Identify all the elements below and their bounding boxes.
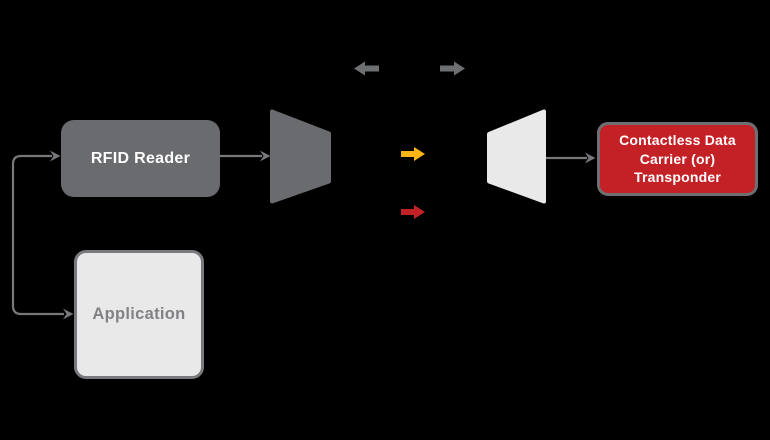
- yellow-right-block-arrow-icon: [401, 147, 425, 161]
- arrowhead-into-reader-antenna-icon: [260, 150, 271, 162]
- transponder-box: Contactless Data Carrier (or) Transponde…: [597, 122, 758, 196]
- gray-left-block-arrow-icon: [354, 61, 379, 76]
- rfid-reader-label: RFID Reader: [90, 149, 191, 167]
- gray-right-block-arrow-icon: [440, 61, 465, 76]
- transponder-label: Contactless Data Carrier (or) Transponde…: [619, 132, 736, 186]
- reader-antenna-icon: [270, 109, 331, 204]
- reader-application-branch-connector: [11, 154, 64, 316]
- rfid-reader-box: RFID Reader: [61, 120, 220, 197]
- application-label: Application: [92, 305, 186, 323]
- arrowhead-into-transponder-icon: [585, 152, 596, 164]
- application-box: Application: [74, 250, 204, 379]
- arrowhead-into-rfid-reader-icon: [50, 150, 61, 162]
- arrowhead-into-application-icon: [63, 308, 74, 320]
- transponder-antenna-icon: [487, 109, 546, 204]
- red-right-block-arrow-icon: [401, 205, 425, 219]
